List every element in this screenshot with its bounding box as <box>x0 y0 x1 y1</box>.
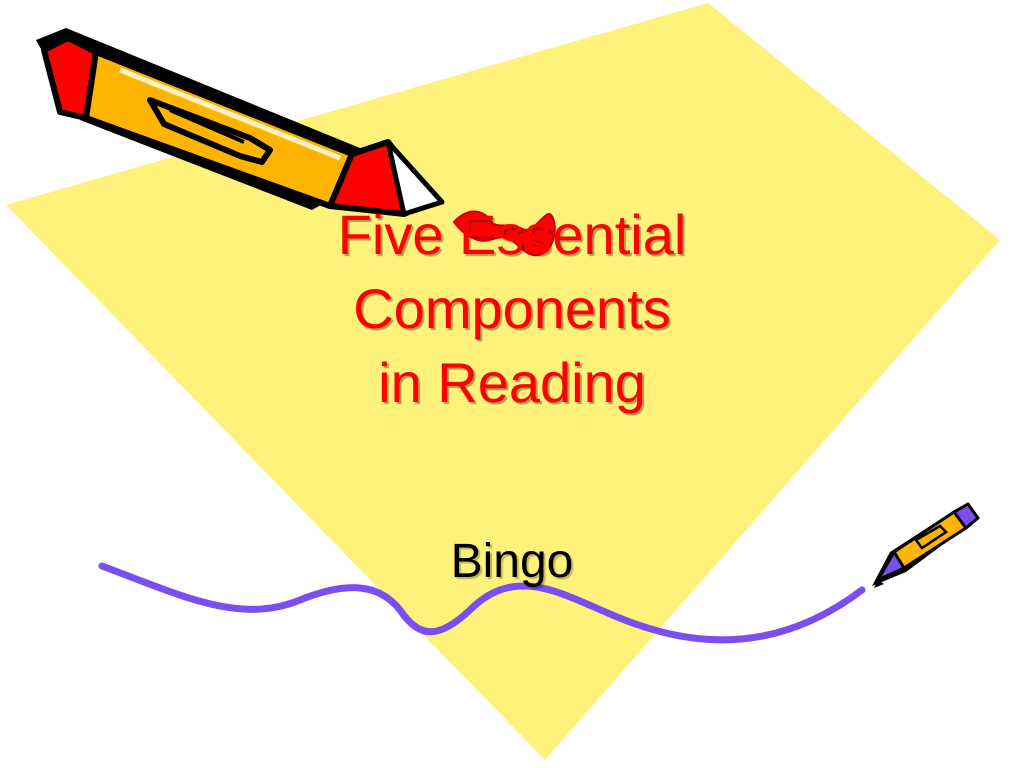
slide-title: Five Essential Components in Reading <box>262 198 762 420</box>
small-pencil-icon <box>872 502 980 588</box>
large-pencil-icon <box>36 28 556 257</box>
squiggle-line <box>98 562 866 644</box>
title-line-2: Components <box>353 277 671 340</box>
title-line-1: Five Essential <box>337 203 687 266</box>
paper-sheet-shape <box>6 3 1000 760</box>
slide-subtitle: Bingo <box>450 535 574 588</box>
title-line-3: in Reading <box>378 351 646 414</box>
